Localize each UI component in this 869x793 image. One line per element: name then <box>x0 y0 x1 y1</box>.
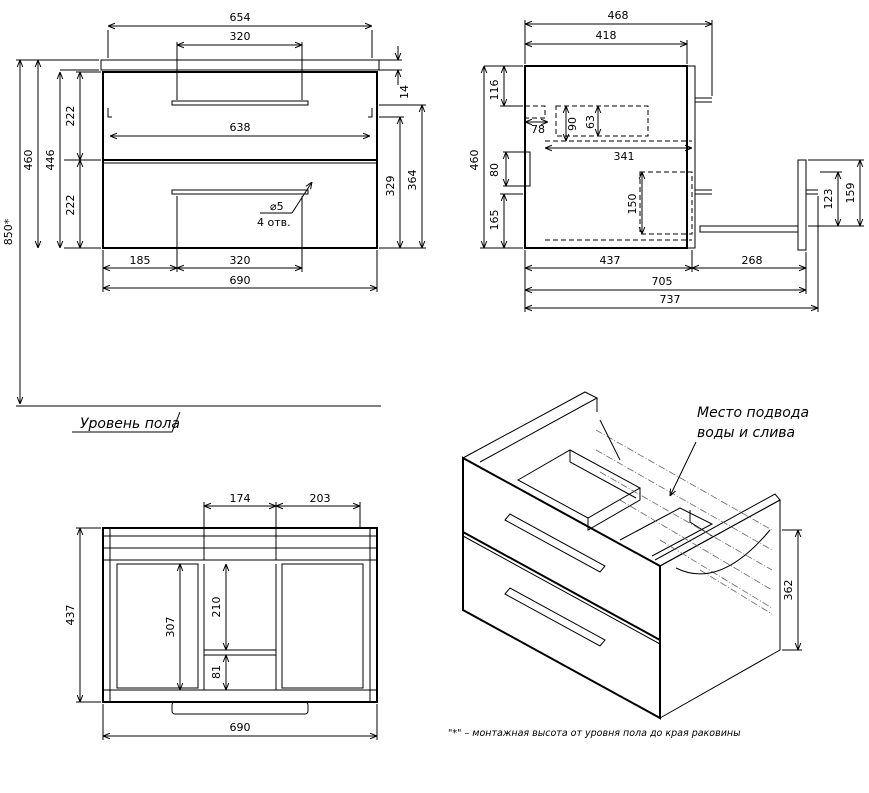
dim-label: 185 <box>130 254 151 267</box>
pulled-drawer-front <box>797 159 807 251</box>
dim-label: 341 <box>614 150 635 163</box>
dim-label: 123 <box>822 189 835 210</box>
callout-line-2: воды и слива <box>697 425 795 441</box>
dim-label: 174 <box>230 492 251 505</box>
dim-label: 222 <box>64 195 77 216</box>
bottom-outer <box>102 527 378 703</box>
callout-line-1: Место подвода <box>697 405 809 421</box>
dim-label: 638 <box>230 121 251 134</box>
footnote: "*" – монтажная высота от уровня пола до… <box>448 728 741 739</box>
iso-front-face <box>462 456 661 720</box>
dim-label: 80 <box>488 163 501 177</box>
dim-label: 690 <box>230 721 251 734</box>
dim-label: 468 <box>608 9 629 22</box>
dim-label: 165 <box>488 210 501 231</box>
dim-label: 320 <box>230 30 251 43</box>
side-front-panel <box>686 65 696 249</box>
bottom-handle <box>171 701 309 715</box>
dim-label: 90 <box>566 117 579 131</box>
pulled-drawer-bottom <box>699 225 799 233</box>
dim-label: 81 <box>210 665 223 679</box>
dim-label: 268 <box>742 254 763 267</box>
side-view: 468 418 116 78 90 63 341 460 80 165 150 <box>468 9 864 312</box>
dim-label: 329 <box>384 176 397 197</box>
dim-label: 150 <box>626 194 639 215</box>
hole-diameter-label: ⌀5 <box>270 200 284 213</box>
dim-label: 437 <box>64 605 77 626</box>
dim-label: 705 <box>652 275 673 288</box>
dim-label: 63 <box>584 115 597 129</box>
side-cabinet-body <box>524 65 688 249</box>
dim-label: 362 <box>782 580 795 601</box>
upper-handle <box>171 100 309 106</box>
basin-slab <box>100 59 380 71</box>
dim-label: 210 <box>210 597 223 618</box>
dim-label: 460 <box>468 150 481 171</box>
dim-label: 78 <box>531 123 545 136</box>
dim-label: 203 <box>310 492 331 505</box>
dim-label: 654 <box>230 11 251 24</box>
overall-height-label: 850* <box>2 218 15 245</box>
bottom-view: 174 203 437 307 210 81 690 <box>64 492 378 740</box>
lower-handle <box>171 189 309 195</box>
dim-label: 460 <box>22 150 35 171</box>
front-view: 654 320 14 222 638 222 446 460 <box>2 11 426 433</box>
floor-label: Уровень пола <box>80 416 180 432</box>
dim-label: 446 <box>44 150 57 171</box>
iso-lower-handle <box>504 587 606 647</box>
dim-label: 418 <box>596 29 617 42</box>
dim-label: 690 <box>230 274 251 287</box>
dim-label: 320 <box>230 254 251 267</box>
dim-label: 14 <box>398 85 411 99</box>
iso-view: 362 Место подвода воды и слива <box>462 391 809 720</box>
dim-label: 116 <box>488 80 501 101</box>
supply-zone-hatching <box>595 419 773 615</box>
dim-label: 737 <box>660 293 681 306</box>
dim-label: 307 <box>164 617 177 638</box>
dim-label: 159 <box>844 183 857 204</box>
dim-label: 222 <box>64 106 77 127</box>
hole-count-label: 4 отв. <box>257 216 291 229</box>
iso-upper-handle <box>504 513 606 573</box>
dim-label: 437 <box>600 254 621 267</box>
dim-label: 364 <box>406 170 419 191</box>
